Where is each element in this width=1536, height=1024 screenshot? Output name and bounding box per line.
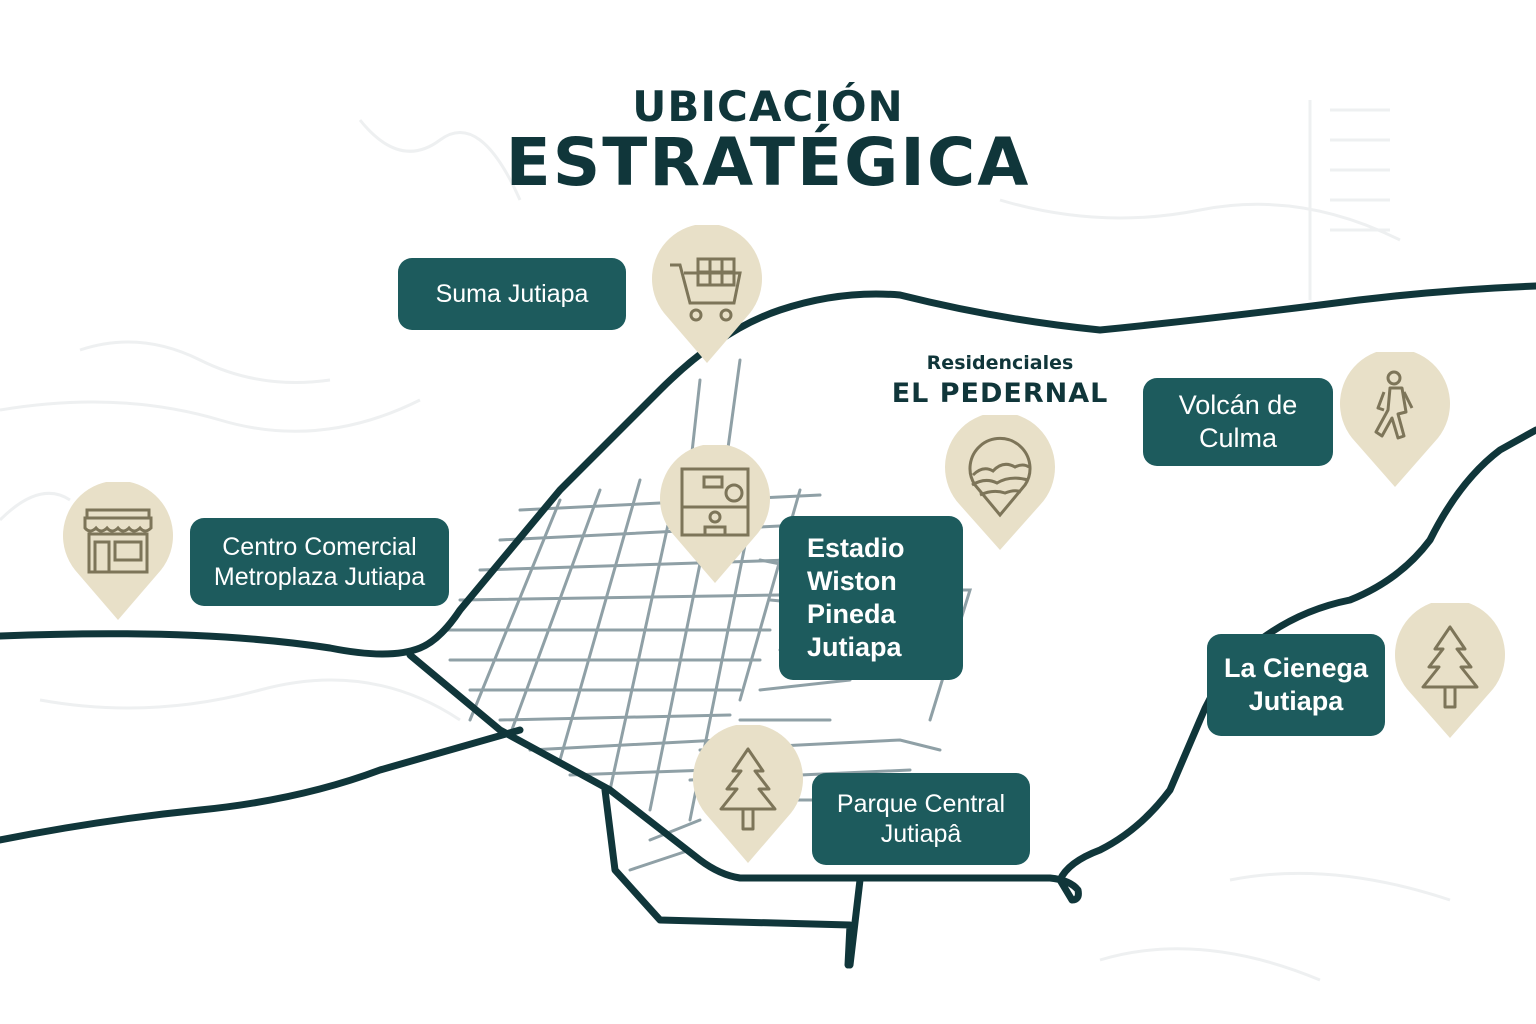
stadium-icon (660, 445, 770, 583)
label-suma-jutiapa[interactable]: Suma Jutiapa (398, 258, 626, 330)
pin-suma-jutiapa[interactable] (652, 225, 762, 365)
pin-estadio[interactable] (660, 445, 770, 585)
pin-parque-central[interactable] (693, 725, 803, 865)
faint-background-streets (0, 100, 1451, 982)
page-title-line-1: UBICACIÓN (632, 82, 904, 131)
storefront-icon (63, 482, 173, 620)
pine-tree-icon (693, 725, 803, 863)
pin-metroplaza[interactable] (63, 482, 173, 622)
main-roads (0, 282, 1536, 969)
label-volcan[interactable]: Volcán de Culma (1143, 378, 1333, 466)
pine-tree-icon (1395, 603, 1505, 738)
pin-volcan[interactable] (1340, 352, 1450, 492)
page-title-line-2: ESTRATÉGICA (505, 124, 1031, 201)
label-estadio[interactable]: Estadio Wiston Pineda Jutiapa (779, 516, 963, 680)
project-name-line-2: EL PEDERNAL (891, 378, 1109, 409)
label-metroplaza[interactable]: Centro Comercial Metroplaza Jutiapa (190, 518, 449, 606)
mountain-pin-icon (945, 415, 1055, 550)
label-parque-central[interactable]: Parque Central Jutiapâ (812, 773, 1030, 865)
project-name-line-1: Residenciales (926, 352, 1074, 374)
pin-la-cienega[interactable] (1395, 603, 1505, 743)
shopping-cart-icon (652, 225, 762, 363)
project-location-pin[interactable] (945, 415, 1055, 555)
label-la-cienega[interactable]: La Cienega Jutiapa (1207, 634, 1385, 736)
hiker-icon (1340, 352, 1450, 487)
